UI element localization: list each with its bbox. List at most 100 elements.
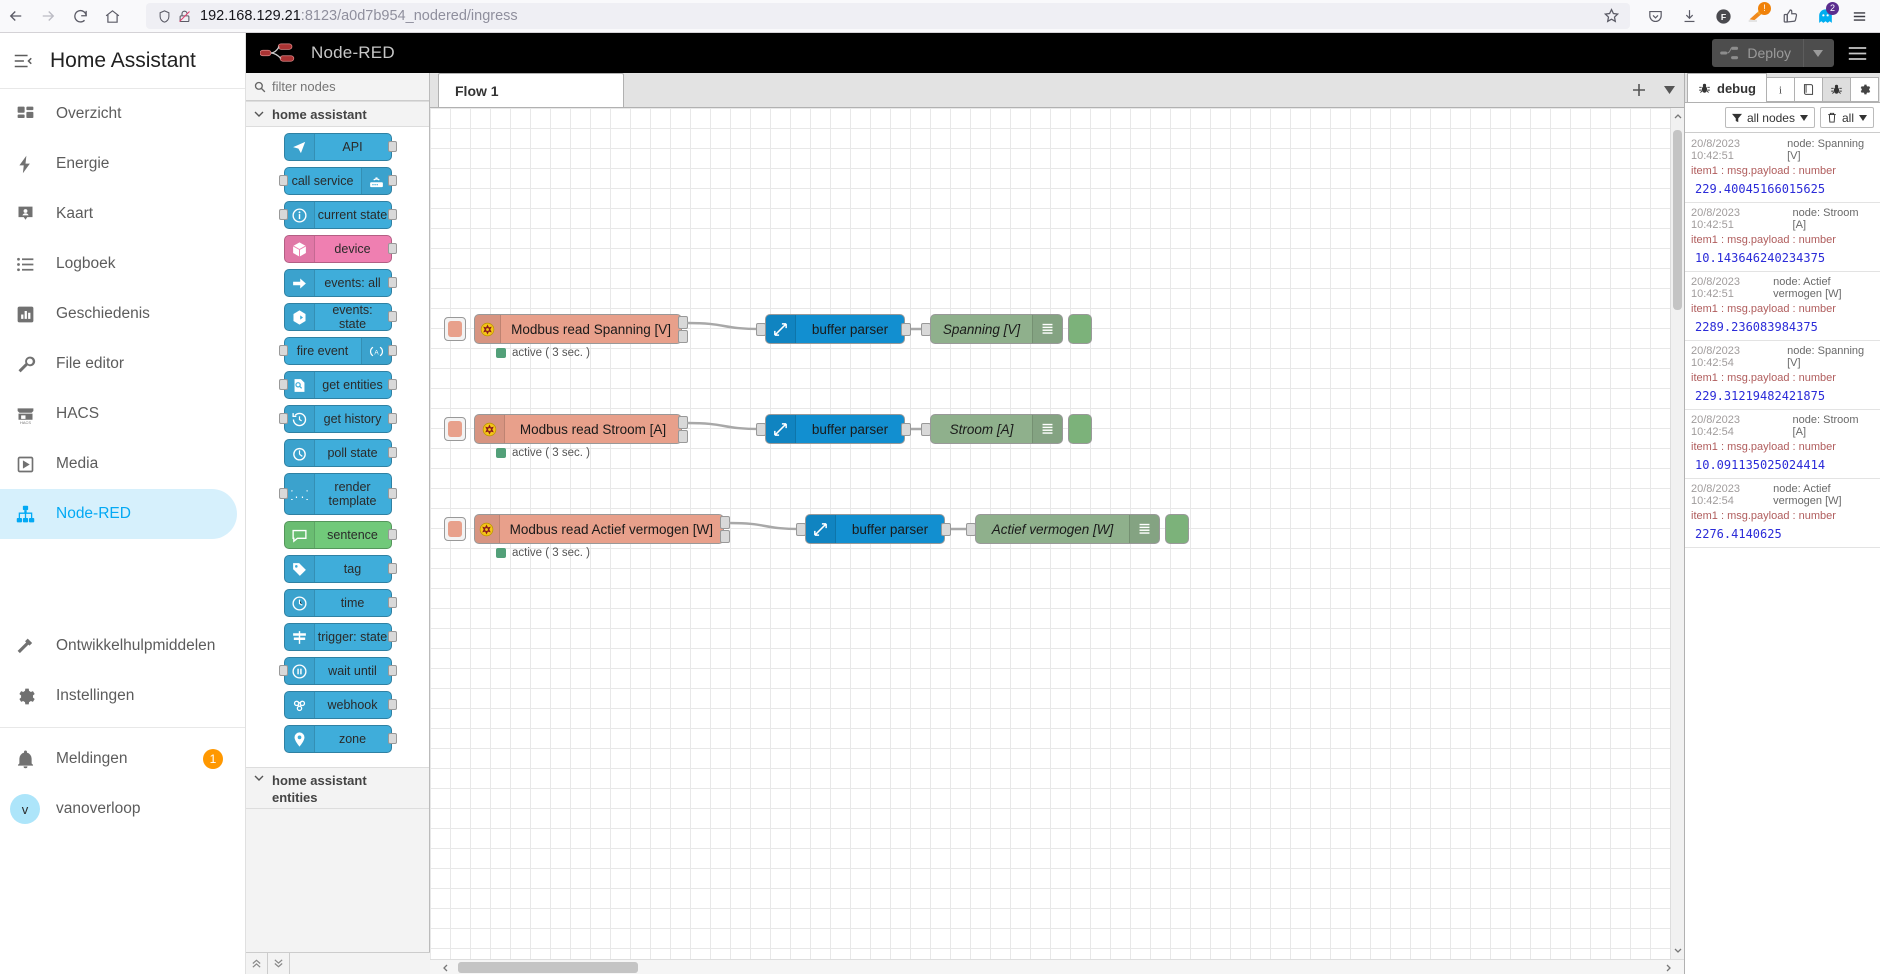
node-output-port[interactable] bbox=[387, 277, 397, 288]
palette-node-sentence[interactable]: sentence bbox=[283, 521, 397, 549]
node-output-port[interactable] bbox=[678, 416, 688, 429]
node-output-port[interactable] bbox=[678, 430, 688, 443]
back-button[interactable] bbox=[0, 0, 32, 32]
flow-node-buffer-parser-2[interactable]: buffer parser bbox=[805, 514, 945, 544]
node-output-port[interactable] bbox=[387, 209, 397, 220]
palette-node-events-all[interactable]: events: all bbox=[283, 269, 397, 297]
sidebar-item-user[interactable]: v vanoverloop bbox=[0, 784, 237, 834]
node-output-port[interactable] bbox=[387, 379, 397, 390]
node-output-port[interactable] bbox=[387, 447, 397, 458]
palette-node-events-state[interactable]: events: state bbox=[283, 303, 397, 331]
palette-node-api[interactable]: API bbox=[283, 133, 397, 161]
node-output-port[interactable] bbox=[901, 423, 911, 436]
palette-node-time[interactable]: time bbox=[283, 589, 397, 617]
scroll-down-arrow[interactable] bbox=[1671, 943, 1685, 959]
node-output-port[interactable] bbox=[387, 563, 397, 574]
reload-button[interactable] bbox=[64, 0, 96, 32]
node-output-port[interactable] bbox=[901, 323, 911, 336]
flow-tab[interactable]: Flow 1 bbox=[438, 73, 624, 107]
canvas-horizontal-thumb[interactable] bbox=[458, 962, 638, 973]
gear-icon[interactable] bbox=[1850, 77, 1879, 102]
node-output-port[interactable] bbox=[678, 330, 688, 343]
node-output-port[interactable] bbox=[387, 631, 397, 642]
orange-extension-icon[interactable]: ! bbox=[1742, 1, 1772, 31]
ghost-extension-icon[interactable]: 2 bbox=[1810, 1, 1840, 31]
flow-input-stub[interactable] bbox=[444, 517, 466, 541]
palette-node-tag[interactable]: tag bbox=[283, 555, 397, 583]
sidebar-item-hacs[interactable]: HACS HACS bbox=[0, 389, 237, 439]
palette-node-current-state[interactable]: current state bbox=[278, 201, 397, 229]
deploy-button[interactable]: Deploy bbox=[1712, 39, 1834, 67]
flow-node-buffer-parser-1[interactable]: buffer parser bbox=[765, 414, 905, 444]
sidebar-item-energie[interactable]: Energie bbox=[0, 139, 237, 189]
node-output-port[interactable] bbox=[941, 523, 951, 536]
palette-search[interactable] bbox=[246, 73, 429, 101]
flow-canvas[interactable]: Modbus read Spanning [V]active ( 3 sec. … bbox=[430, 108, 1684, 959]
node-input-port[interactable] bbox=[278, 379, 288, 390]
flow-input-stub[interactable] bbox=[444, 317, 466, 341]
palette-node-wait-until[interactable]: wait until bbox=[278, 657, 397, 685]
flow-input-stub[interactable] bbox=[444, 417, 466, 441]
flow-node-entity-2[interactable]: Actief vermogen [W] bbox=[975, 514, 1160, 544]
flow-node-modbus-read-1[interactable]: Modbus read Stroom [A] bbox=[474, 414, 682, 444]
sidebar-item-meldingen[interactable]: Meldingen 1 bbox=[0, 734, 237, 784]
node-output-port[interactable] bbox=[387, 733, 397, 744]
node-output-port[interactable] bbox=[387, 699, 397, 710]
scroll-left-arrow[interactable] bbox=[438, 960, 452, 975]
sidebar-item-ontwikkelhulpmiddelen[interactable]: Ontwikkelhulpmiddelen bbox=[0, 621, 237, 671]
palette-node-get-entities[interactable]: get entities bbox=[278, 371, 397, 399]
node-output-port[interactable] bbox=[387, 413, 397, 424]
palette-category-home-assistant-entities[interactable]: home assistant entities bbox=[246, 767, 429, 809]
plus-icon[interactable] bbox=[1624, 73, 1654, 107]
flow-node-entity-1[interactable]: Stroom [A] bbox=[930, 414, 1063, 444]
url-bar[interactable]: 192.168.129.21:8123/a0d7b954_nodered/ing… bbox=[146, 3, 1630, 29]
chevron-double-up-icon[interactable] bbox=[246, 953, 268, 974]
search-input[interactable] bbox=[272, 79, 412, 94]
sidebar-item-instellingen[interactable]: Instellingen bbox=[0, 671, 237, 721]
palette-node-render-template[interactable]: {..}render template bbox=[278, 473, 397, 515]
node-input-port[interactable] bbox=[278, 413, 288, 424]
canvas-vertical-scrollbar[interactable] bbox=[1670, 108, 1684, 959]
clear-messages-dropdown[interactable]: all bbox=[1819, 107, 1874, 128]
sidebar-item-media[interactable]: Media bbox=[0, 439, 237, 489]
menu-collapse-icon[interactable] bbox=[10, 48, 36, 74]
chevron-down-icon[interactable] bbox=[1654, 73, 1684, 107]
node-input-port[interactable] bbox=[278, 175, 288, 186]
palette-scroll-area[interactable]: home assistant API call service current st… bbox=[246, 101, 429, 952]
palette-node-poll-state[interactable]: poll state bbox=[283, 439, 397, 467]
palette-category-home-assistant[interactable]: home assistant bbox=[246, 101, 429, 127]
palette-node-get-history[interactable]: get history bbox=[278, 405, 397, 433]
node-output-port[interactable] bbox=[387, 243, 397, 254]
node-output-port[interactable] bbox=[387, 529, 397, 540]
sidebar-item-kaart[interactable]: Kaart bbox=[0, 189, 237, 239]
scroll-up-arrow[interactable] bbox=[1671, 108, 1685, 124]
node-output-port[interactable] bbox=[720, 516, 730, 529]
flow-node-modbus-read-0[interactable]: Modbus read Spanning [V] bbox=[474, 314, 682, 344]
palette-node-webhook[interactable]: webhook bbox=[283, 691, 397, 719]
node-input-port[interactable] bbox=[278, 488, 288, 499]
node-input-port[interactable] bbox=[278, 665, 288, 676]
canvas-vertical-thumb[interactable] bbox=[1673, 130, 1682, 310]
node-input-port[interactable] bbox=[278, 345, 288, 356]
scroll-right-arrow[interactable] bbox=[1662, 960, 1676, 975]
node-output-port[interactable] bbox=[387, 345, 397, 356]
node-output-port[interactable] bbox=[387, 665, 397, 676]
node-output-port[interactable] bbox=[387, 141, 397, 152]
lock-broken-icon[interactable] bbox=[174, 6, 194, 26]
flow-node-buffer-parser-0[interactable]: buffer parser bbox=[765, 314, 905, 344]
node-output-port[interactable] bbox=[678, 316, 688, 329]
info-icon[interactable]: i bbox=[1766, 77, 1795, 102]
sidebar-item-file-editor[interactable]: File editor bbox=[0, 339, 237, 389]
flow-node-entity-0[interactable]: Spanning [V] bbox=[930, 314, 1063, 344]
sidebar-item-overzicht[interactable]: Overzicht bbox=[0, 89, 237, 139]
tab-debug[interactable]: debug bbox=[1687, 73, 1767, 102]
flow-node-modbus-read-2[interactable]: Modbus read Actief vermogen [W] bbox=[474, 514, 724, 544]
palette-node-call-service[interactable]: call service bbox=[278, 167, 397, 195]
node-output-port[interactable] bbox=[720, 530, 730, 543]
